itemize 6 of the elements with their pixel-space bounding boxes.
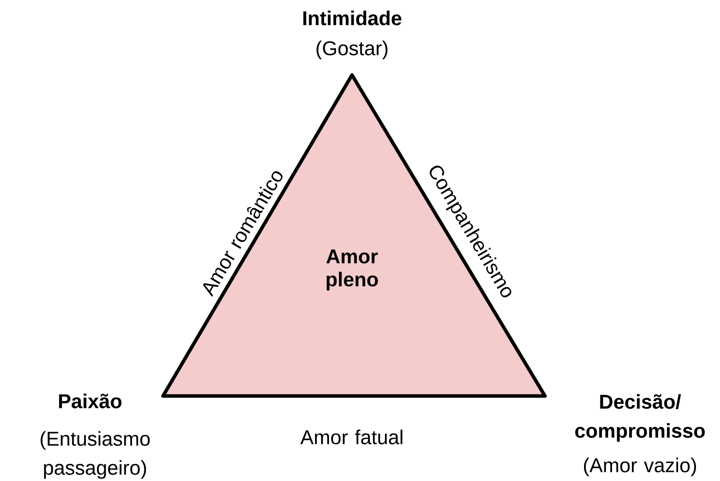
corner-heading: Decisão/ compromisso [575, 394, 705, 442]
bottom-label: Amor fatual [300, 430, 402, 444]
corner-heading: Paixão [59, 394, 122, 408]
corner-caption: (Entusiasmo passageiro) [40, 431, 150, 479]
corner-heading: Intimidade [303, 10, 402, 26]
corner-caption: (Amor vazio) [584, 458, 696, 476]
